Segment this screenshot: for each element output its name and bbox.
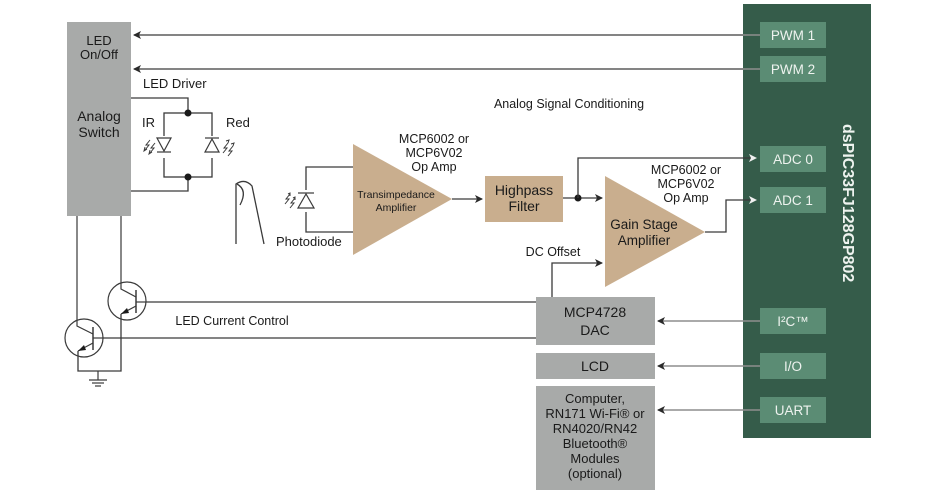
pin-pwm1-label: PWM 1 xyxy=(771,28,815,43)
pin-adc0: ADC 0 xyxy=(760,146,826,172)
dac-line2: DAC xyxy=(580,322,610,338)
gain-stage-amplifier: Gain Stage Amplifier xyxy=(605,176,705,287)
junction-dot xyxy=(184,173,192,181)
pin-adc0-label: ADC 0 xyxy=(773,152,813,167)
pin-i2c: I²C™ xyxy=(760,308,826,334)
tia-part-line2: MCP6V02 xyxy=(406,146,463,160)
analog-switch-block: LED On/Off Analog Switch xyxy=(67,22,131,216)
mcu-block: dsPIC33FJ128GP802 PWM 1 PWM 2 ADC 0 ADC … xyxy=(743,4,871,438)
pin-i2c-label: I²C™ xyxy=(777,314,809,329)
junction-dot xyxy=(184,109,192,117)
dc-offset-label: DC Offset xyxy=(526,245,581,259)
lcd-label: LCD xyxy=(581,358,609,374)
led-bridge: IR Red xyxy=(131,97,250,192)
pin-io: I/O xyxy=(760,353,826,379)
adc0-wire xyxy=(577,154,757,198)
comm-line1: Computer, xyxy=(565,391,625,406)
gain-part-line1: MCP6002 or xyxy=(651,163,721,177)
lcd-block: LCD xyxy=(536,353,655,379)
red-led-icon xyxy=(203,136,235,158)
highpass-filter-block: Highpass Filter xyxy=(485,176,563,222)
led-current-label: LED Current Control xyxy=(175,314,288,328)
analog-switch-line2: Switch xyxy=(78,124,119,140)
led-onoff-line1: LED xyxy=(86,33,111,48)
comm-line3: RN4020/RN42 xyxy=(553,421,638,436)
dc-offset-wire xyxy=(551,259,603,297)
comm-line6: (optional) xyxy=(568,466,622,481)
ground-icon xyxy=(89,371,107,387)
gain-part-line2: MCP6V02 xyxy=(658,177,715,191)
mcu-name: dsPIC33FJ128GP802 xyxy=(839,124,856,282)
pin-pwm1: PWM 1 xyxy=(760,22,826,48)
photodiode-icon xyxy=(284,166,353,233)
led-driver-label: LED Driver xyxy=(143,76,207,91)
pin-pwm2: PWM 2 xyxy=(760,56,826,82)
comm-modules-block: Computer, RN171 Wi-Fi® or RN4020/RN42 Bl… xyxy=(536,386,655,490)
tia-label-line2: Amplifier xyxy=(376,202,417,214)
tia-part-line1: MCP6002 or xyxy=(399,132,469,146)
transimpedance-amplifier: Transimpedance Amplifier xyxy=(353,144,452,255)
pin-adc1: ADC 1 xyxy=(760,187,826,213)
comm-line2: RN171 Wi-Fi® or xyxy=(545,406,645,421)
highpass-line1: Highpass xyxy=(495,182,553,198)
tia-label-line1: Transimpedance xyxy=(357,189,435,201)
transistor-q1-icon xyxy=(107,216,147,321)
transistor-q2-icon xyxy=(64,216,104,358)
pin-uart-label: UART xyxy=(775,403,812,418)
finger-icon xyxy=(235,180,265,245)
comm-line4: Bluetooth® xyxy=(563,436,628,451)
tia-part-line3: Op Amp xyxy=(411,160,456,174)
analog-switch-line1: Analog xyxy=(77,108,121,124)
comm-line5: Modules xyxy=(570,451,620,466)
gain-label-line2: Amplifier xyxy=(618,233,671,248)
dac-block: MCP4728 DAC xyxy=(536,297,655,345)
pin-adc1-label: ADC 1 xyxy=(773,193,813,208)
pin-uart: UART xyxy=(760,397,826,423)
emitter-wire xyxy=(77,314,122,372)
dac-line1: MCP4728 xyxy=(564,304,626,320)
gain-part-line3: Op Amp xyxy=(663,191,708,205)
gain-label-line1: Gain Stage xyxy=(610,217,678,232)
ir-label: IR xyxy=(142,115,155,130)
pin-io-label: I/O xyxy=(784,359,802,374)
pin-pwm2-label: PWM 2 xyxy=(771,62,815,77)
led-onoff-line2: On/Off xyxy=(80,47,118,62)
red-label: Red xyxy=(226,115,250,130)
photodiode-label: Photodiode xyxy=(276,234,342,249)
section-title: Analog Signal Conditioning xyxy=(494,97,644,111)
adc1-wire xyxy=(705,196,757,233)
highpass-line2: Filter xyxy=(508,198,539,214)
ir-led-icon xyxy=(143,136,173,158)
